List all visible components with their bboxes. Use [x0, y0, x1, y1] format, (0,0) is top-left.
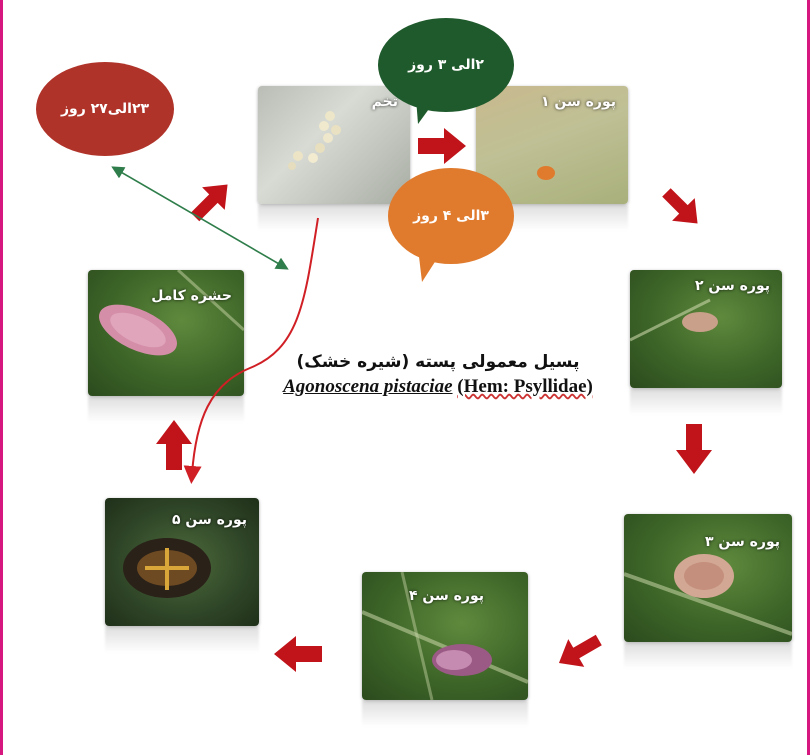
return-curve: [183, 217, 319, 484]
family-name: (Hem: Psyllidae): [457, 376, 593, 397]
nymph3-insect: [624, 554, 792, 636]
arrow-nymph1-to-nymph2: [662, 188, 698, 224]
caption-scientific: Agonoscena pistaciae (Hem: Psyllidae): [248, 376, 628, 398]
eggs-cluster: [288, 111, 341, 170]
bubble-green: ۲الی ۳ روز: [378, 18, 514, 112]
reflection: [105, 627, 259, 653]
stage-adult: حشره کامل: [88, 270, 244, 396]
reflection: [624, 643, 792, 669]
right-border: [807, 0, 810, 755]
reflection: [630, 389, 782, 415]
stage-label-nymph4: پوره سن ۴: [408, 588, 484, 604]
nymph4-photo: [362, 572, 528, 700]
bubble-green-text: ۲الی ۳ روز: [408, 57, 484, 73]
stage-nymph5: پوره سن ۵: [105, 498, 259, 626]
arrow-nymph4-to-nymph5: [274, 636, 322, 672]
nymph1-insect: [537, 166, 555, 180]
stage-label-nymph5: پوره سن ۵: [171, 512, 247, 528]
bubble-orange-tail: [418, 248, 440, 282]
arrow-egg-to-nymph1: [418, 128, 466, 164]
nymph5-insect: [123, 538, 211, 598]
nymph4-insect: [362, 572, 528, 700]
stage-nymph4: پوره سن ۴: [362, 572, 528, 700]
left-border: [0, 0, 3, 755]
bubble-green-tail: [416, 98, 434, 124]
scientific-name: Agonoscena pistaciae: [283, 376, 453, 397]
stage-nymph3: پوره سن ۳: [624, 514, 792, 642]
nymph2-insect: [630, 298, 718, 342]
stage-label-nymph1: پوره سن ۱: [540, 94, 616, 110]
arrow-nymph5-to-adult: [156, 420, 192, 470]
bubble-orange-text: ۳الی ۴ روز: [413, 208, 489, 224]
stage-label-egg: تخم: [371, 94, 398, 110]
stage-label-nymph2: پوره سن ۲: [694, 278, 770, 294]
diagram-caption: پسیل معمولی پسته (شیره خشک) Agonoscena p…: [248, 352, 628, 398]
caption-persian: پسیل معمولی پسته (شیره خشک): [296, 352, 580, 372]
bubble-red: ۲۳الی۲۷ روز: [36, 62, 174, 156]
nymph1-photo: [476, 86, 628, 204]
reflection: [362, 701, 528, 727]
arrow-nymph2-to-nymph3: [676, 424, 712, 474]
duration-line: [111, 166, 289, 270]
stage-egg: تخم: [258, 86, 410, 204]
stage-label-adult: حشره کامل: [151, 288, 232, 304]
bubble-orange: ۳الی ۴ روز: [388, 168, 514, 264]
stage-nymph1: پوره سن ۱: [476, 86, 628, 204]
adult-insect: [99, 270, 244, 356]
bubble-red-text: ۲۳الی۲۷ روز: [60, 101, 150, 117]
stage-nymph2: پوره سن ۲: [630, 270, 782, 388]
arrow-nymph3-to-nymph4: [558, 634, 602, 667]
reflection: [88, 397, 244, 423]
stage-label-nymph3: پوره سن ۳: [704, 534, 780, 550]
